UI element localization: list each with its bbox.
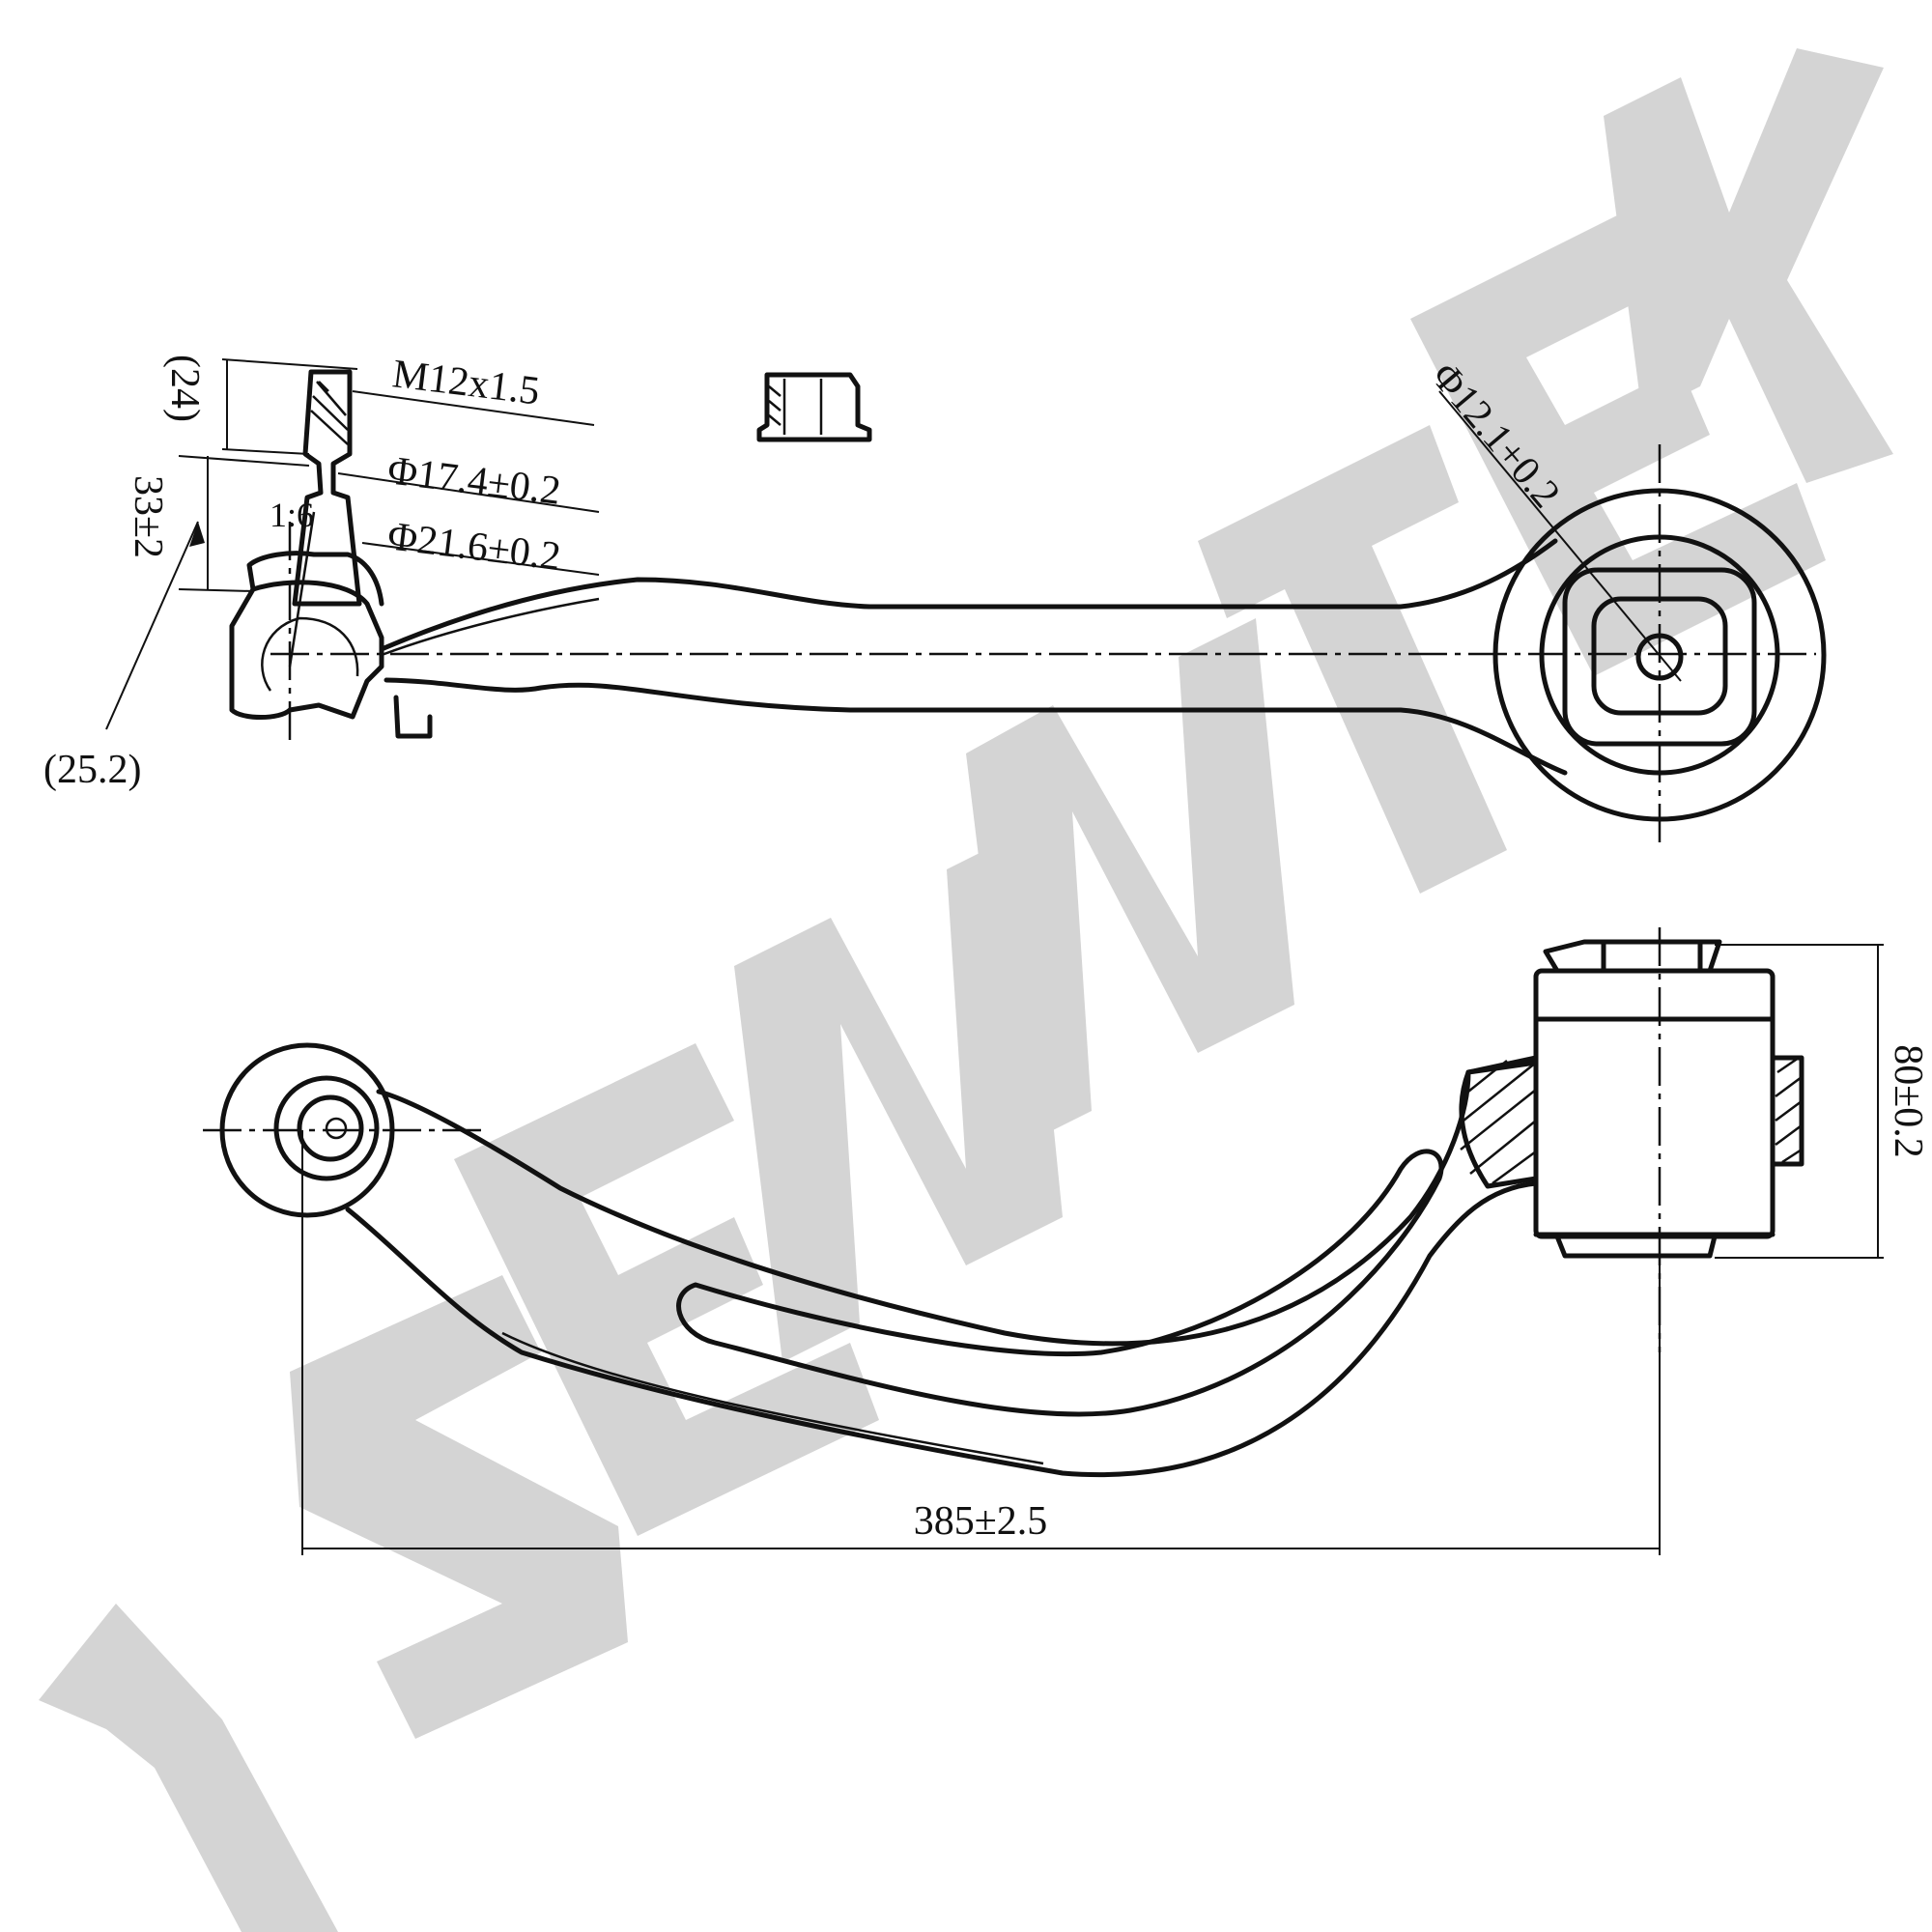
bushing-bore	[1635, 633, 1684, 681]
bushing-housing	[1533, 968, 1776, 1239]
ball-end-ring	[273, 1075, 380, 1181]
bushing-outer-ring	[1492, 488, 1827, 822]
watermark-letter-e2	[1410, 203, 1826, 676]
bore-leader	[1438, 390, 1682, 682]
center-distance-label: 385±2.5	[914, 1499, 1048, 1544]
arm-bottom-rib	[501, 1331, 1044, 1465]
ball-offset-label: (25.2)	[43, 748, 141, 792]
ball-joint-tab	[393, 695, 433, 739]
hex-flange-nut-icon	[756, 372, 872, 442]
ball-joint-ball	[261, 616, 359, 692]
watermark-letter-t	[1198, 425, 1507, 894]
bushing-stub-hatching	[1775, 1056, 1803, 1164]
stud-taper-line	[288, 511, 316, 668]
arm-top-edge	[376, 1060, 1539, 1347]
watermark-logo	[39, 48, 1893, 1932]
watermark-letter-k	[1604, 48, 1893, 483]
joint-height-label: 33±2	[126, 475, 170, 558]
arm-upper-edge	[379, 538, 1558, 652]
taper-large-label: Φ21.6±0.2	[385, 514, 563, 580]
bushing-inner-sleeve	[1562, 567, 1757, 747]
stud-length-label: (24)	[162, 355, 207, 422]
watermark-chevron	[39, 1604, 338, 1932]
dim-33-ext-top	[178, 455, 310, 467]
weld-section	[1459, 1055, 1539, 1189]
stud-thread-label: M12x1.5	[390, 352, 542, 413]
taper-small-label: Φ17.4±0.2	[385, 448, 563, 514]
dim-25-arrowhead	[189, 522, 205, 547]
bushing-inner-core	[1591, 596, 1728, 716]
watermark-letter-z	[290, 1275, 628, 1739]
dim-24-ext-bottom	[221, 448, 310, 455]
ball-stud	[292, 369, 362, 607]
arm-lightening-slot	[676, 1149, 1444, 1417]
dim-24-ext-top	[221, 358, 358, 370]
arm-bottom-edge	[345, 1180, 1539, 1478]
stud-thread-hatching	[310, 381, 349, 445]
bushing-top-flange	[1543, 939, 1722, 974]
arm-inner-rib	[381, 597, 600, 657]
thread-leader	[352, 390, 595, 426]
ball-end-nut	[297, 1094, 364, 1162]
bushing-side-stub	[1770, 1055, 1804, 1167]
watermark-letter-n1	[734, 831, 1063, 1362]
dia-21-leader	[361, 542, 600, 576]
arm-lower-edge	[384, 677, 1568, 776]
dia-17-leader	[337, 472, 600, 513]
taper-ratio-label: 1:6	[270, 496, 314, 534]
bushing-width-label: 80±0.2	[1886, 1044, 1930, 1158]
dim-25-leader	[105, 521, 199, 730]
top-view	[229, 369, 1827, 850]
dim-33-ext-bottom	[178, 588, 254, 592]
watermark-letter-n2	[966, 618, 1294, 1150]
top-view-dimensions	[105, 358, 1682, 730]
weld-hatching	[1460, 1060, 1537, 1185]
ball-end-outer	[219, 1042, 395, 1218]
front-view	[203, 927, 1804, 1478]
bushing-bottom-flange	[1554, 1234, 1718, 1259]
front-view-dimensions	[301, 944, 1884, 1555]
bushing-top-sleeve	[1601, 939, 1703, 974]
ball-end-stud-tip	[325, 1117, 348, 1140]
ball-joint-boot-top	[246, 551, 384, 607]
bushing-rubber-ring	[1539, 534, 1780, 776]
